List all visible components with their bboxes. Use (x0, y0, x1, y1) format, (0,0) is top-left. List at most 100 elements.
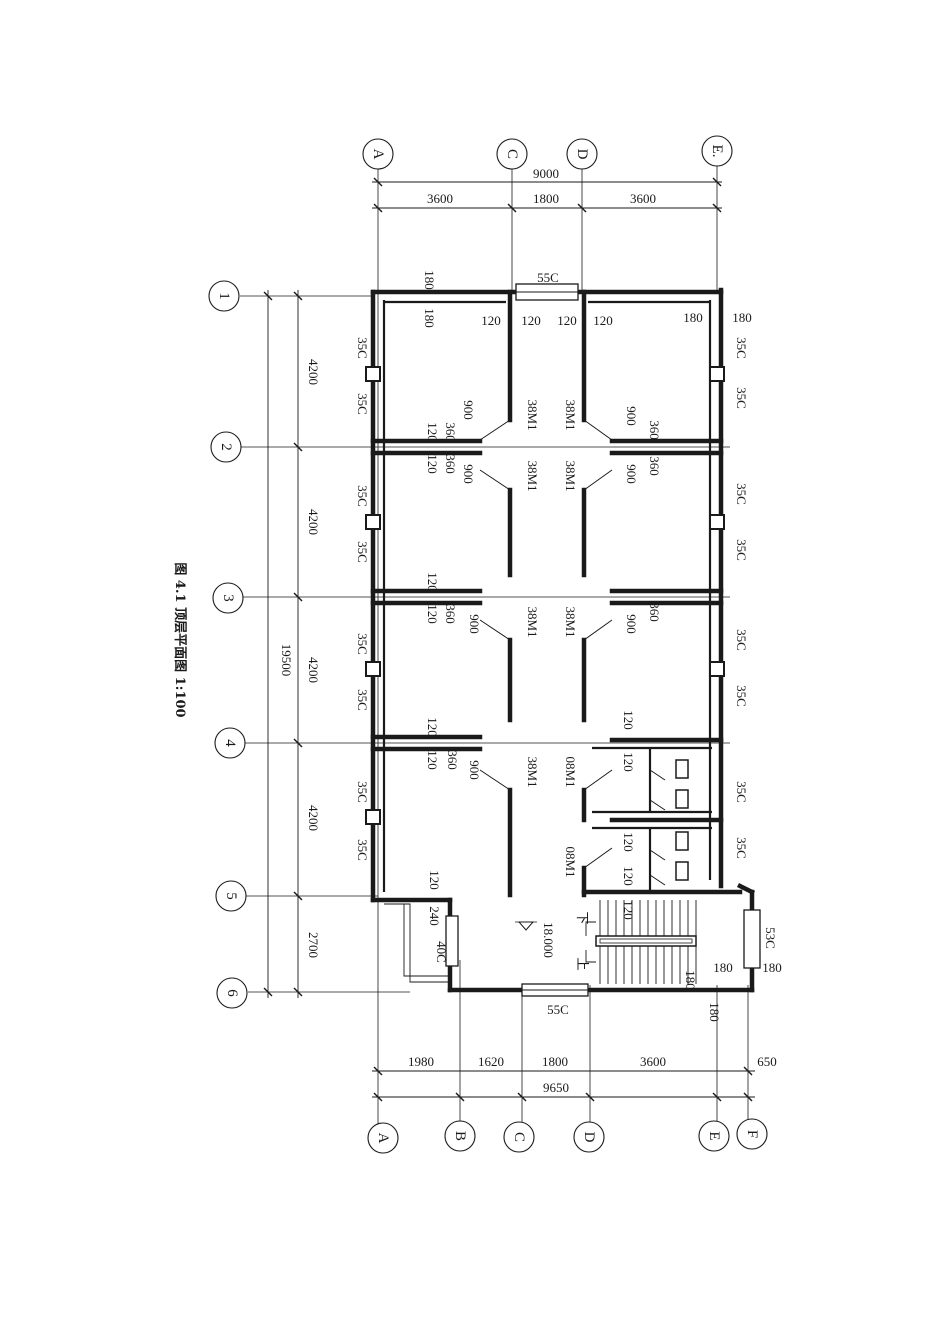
opening-labels: 55C 55C 40C 53C 35C 35C 35C 35C 35C 35C … (355, 270, 778, 1017)
dim-180-g: 180 (713, 960, 733, 975)
dim-top-1: 3600 (427, 191, 453, 206)
figure-caption: 图 4.1 顶层平面图 1:100 (172, 562, 187, 717)
axis-d-top: D (574, 149, 590, 160)
small-dimensions: 180 180 120 120 120 120 180 180 120 120 … (422, 270, 782, 1022)
label-38m1-l4: 38M1 (525, 756, 540, 787)
label-53c: 53C (763, 927, 778, 949)
windows (445, 283, 761, 997)
dim-360-2b: 360 (443, 454, 458, 474)
label-55c-top: 55C (537, 270, 559, 285)
dim-left-3: 4200 (306, 657, 321, 683)
top-dimension-text: 9000 3600 1800 3600 (427, 166, 656, 206)
label-35c-r8: 35C (734, 837, 749, 859)
dim-120-4a: 120 (425, 717, 440, 737)
stair (585, 900, 697, 984)
label-35c-r6: 35C (734, 685, 749, 707)
axis-e-top: E. (709, 145, 725, 158)
dim-900-2d: 900 (624, 464, 639, 484)
label-35c-r5: 35C (734, 629, 749, 651)
dim-360-3a: 360 (443, 604, 458, 624)
dim-180-d: 180 (732, 310, 752, 325)
label-08m1-r2: 08M1 (563, 846, 578, 877)
label-55c-bottom: 55C (547, 1002, 569, 1017)
label-38m1-l2: 38M1 (525, 460, 540, 491)
dim-360-3b: 360 (647, 602, 662, 622)
axis-f-bottom: F (744, 1130, 760, 1138)
dim-120-t1: 120 (481, 313, 501, 328)
label-35c-l2: 35C (355, 393, 370, 415)
dim-120-3a: 120 (425, 572, 440, 592)
axis-4: 4 (222, 739, 238, 747)
dim-top-2: 1800 (533, 191, 559, 206)
dim-120-4b: 120 (425, 750, 440, 770)
dim-120-5a: 120 (427, 870, 442, 890)
label-35c-r1: 35C (734, 337, 749, 359)
dim-900-2b: 900 (461, 464, 476, 484)
dim-180-c: 180 (683, 310, 703, 325)
dimension-lines (263, 177, 755, 1102)
axis-c-bottom: C (511, 1132, 527, 1142)
dim-bottom-3: 1800 (542, 1054, 568, 1069)
dim-180-h: 180 (762, 960, 782, 975)
label-38m1-r3: 38M1 (563, 606, 578, 637)
dim-900-3a: 900 (467, 614, 482, 634)
dim-120-2b: 120 (425, 454, 440, 474)
label-35c-r2: 35C (734, 387, 749, 409)
label-35c-r3: 35C (734, 483, 749, 505)
dim-900-3b: 900 (624, 614, 639, 634)
label-35c-l7: 35C (355, 781, 370, 803)
axis-d-bottom: D (581, 1132, 597, 1143)
top-axis-bubbles: A C D E. (362, 135, 733, 170)
axis-6: 6 (224, 989, 240, 997)
dim-360-2d: 360 (647, 456, 662, 476)
left-axis-bubbles: 1 2 3 4 5 6 (208, 280, 248, 1009)
label-35c-l4: 35C (355, 541, 370, 563)
dim-120-t6: 120 (621, 866, 636, 886)
axis-5: 5 (223, 892, 239, 900)
label-35c-l8: 35C (355, 839, 370, 861)
elevation-marker (515, 921, 537, 931)
dim-left-overall: 19500 (279, 644, 294, 677)
elevation-text: 18.000 (541, 922, 556, 958)
dim-180-a: 180 (422, 270, 437, 290)
axis-2: 2 (218, 443, 234, 451)
dim-bottom-overall: 9650 (543, 1080, 569, 1095)
dim-top-overall: 9000 (533, 166, 559, 181)
dim-120-2a: 120 (425, 422, 440, 442)
label-35c-l5: 35C (355, 633, 370, 655)
dim-120-t4: 120 (593, 313, 613, 328)
dim-900-2c: 900 (624, 406, 639, 426)
dim-900-2a: 900 (461, 400, 476, 420)
axis-1: 1 (216, 292, 232, 300)
axis-c-top: C (504, 149, 520, 159)
dim-left-1: 4200 (306, 359, 321, 385)
dim-240: 240 (427, 906, 442, 926)
left-dimension-text: 19500 4200 4200 4200 4200 2700 (279, 359, 321, 958)
dim-bottom-5: 650 (757, 1054, 777, 1069)
bottom-dimension-text: 1980 1620 1800 3600 650 9650 (408, 1054, 777, 1095)
axis-lines (240, 166, 749, 1128)
walls (365, 287, 756, 993)
dim-120-4d: 120 (621, 752, 636, 772)
label-38m1-r1: 38M1 (563, 399, 578, 430)
axis-e-bottom: E (706, 1131, 722, 1140)
dim-360-2a: 360 (443, 422, 458, 442)
label-38m1-l3: 38M1 (525, 606, 540, 637)
dim-180-f: 180 (707, 1002, 722, 1022)
dim-bottom-1: 1980 (408, 1054, 434, 1069)
label-35c-r7: 35C (734, 781, 749, 803)
dim-360-2c: 360 (647, 420, 662, 440)
axis-b-bottom: B (452, 1131, 468, 1141)
label-08m1-r1: 08M1 (563, 756, 578, 787)
dim-120-t2: 120 (521, 313, 541, 328)
door-swings (479, 419, 666, 886)
axis-a-top: A (370, 149, 386, 160)
axis-3: 3 (220, 594, 236, 602)
dim-360-4a: 360 (445, 750, 460, 770)
toilet-fixtures (675, 759, 689, 881)
label-35c-l1: 35C (355, 337, 370, 359)
stair-down: 下 (575, 911, 590, 924)
dim-120-4c: 120 (621, 710, 636, 730)
axis-a-bottom: A (375, 1133, 391, 1144)
